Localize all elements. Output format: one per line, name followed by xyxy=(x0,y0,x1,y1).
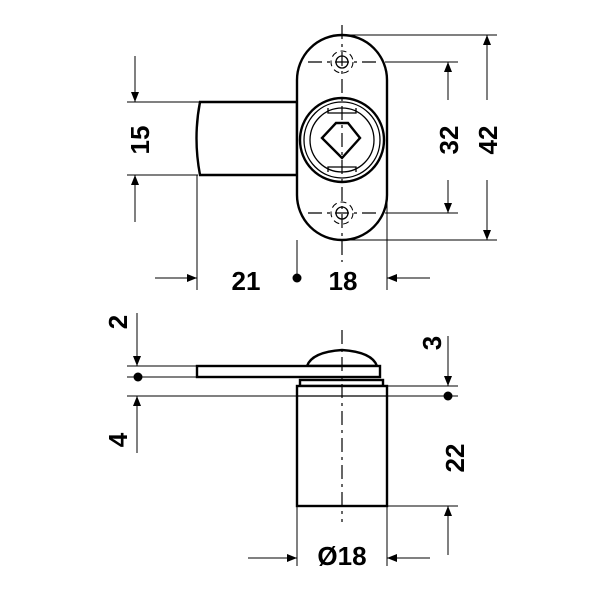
dim-42-label: 42 xyxy=(473,126,503,155)
dim-diameter-18-label: Ø18 xyxy=(317,541,366,571)
dim-18-label: 18 xyxy=(329,266,358,296)
dim-22-label: 22 xyxy=(440,444,470,473)
cam-lever xyxy=(195,364,382,379)
square-key-icon xyxy=(320,121,362,160)
bolt xyxy=(195,100,299,177)
reference-dot xyxy=(133,372,143,382)
dim-4-label: 4 xyxy=(103,432,133,447)
side-view: 2 4 3 22 Ø18 xyxy=(103,313,470,571)
dim-2-label: 2 xyxy=(103,315,133,329)
reference-dot xyxy=(443,391,453,401)
screw-hole-top-outline xyxy=(330,50,354,74)
dim-32-label: 32 xyxy=(434,126,464,155)
top-view: 15 21 18 32 42 xyxy=(125,25,503,296)
screw-hole-bottom-outline xyxy=(330,201,354,225)
dim-3-label: 3 xyxy=(417,336,447,350)
dim-15-label: 15 xyxy=(125,126,155,155)
cylinder-inner-ring xyxy=(303,101,381,179)
dim-21-label: 21 xyxy=(232,266,261,296)
reference-dot xyxy=(292,273,302,283)
